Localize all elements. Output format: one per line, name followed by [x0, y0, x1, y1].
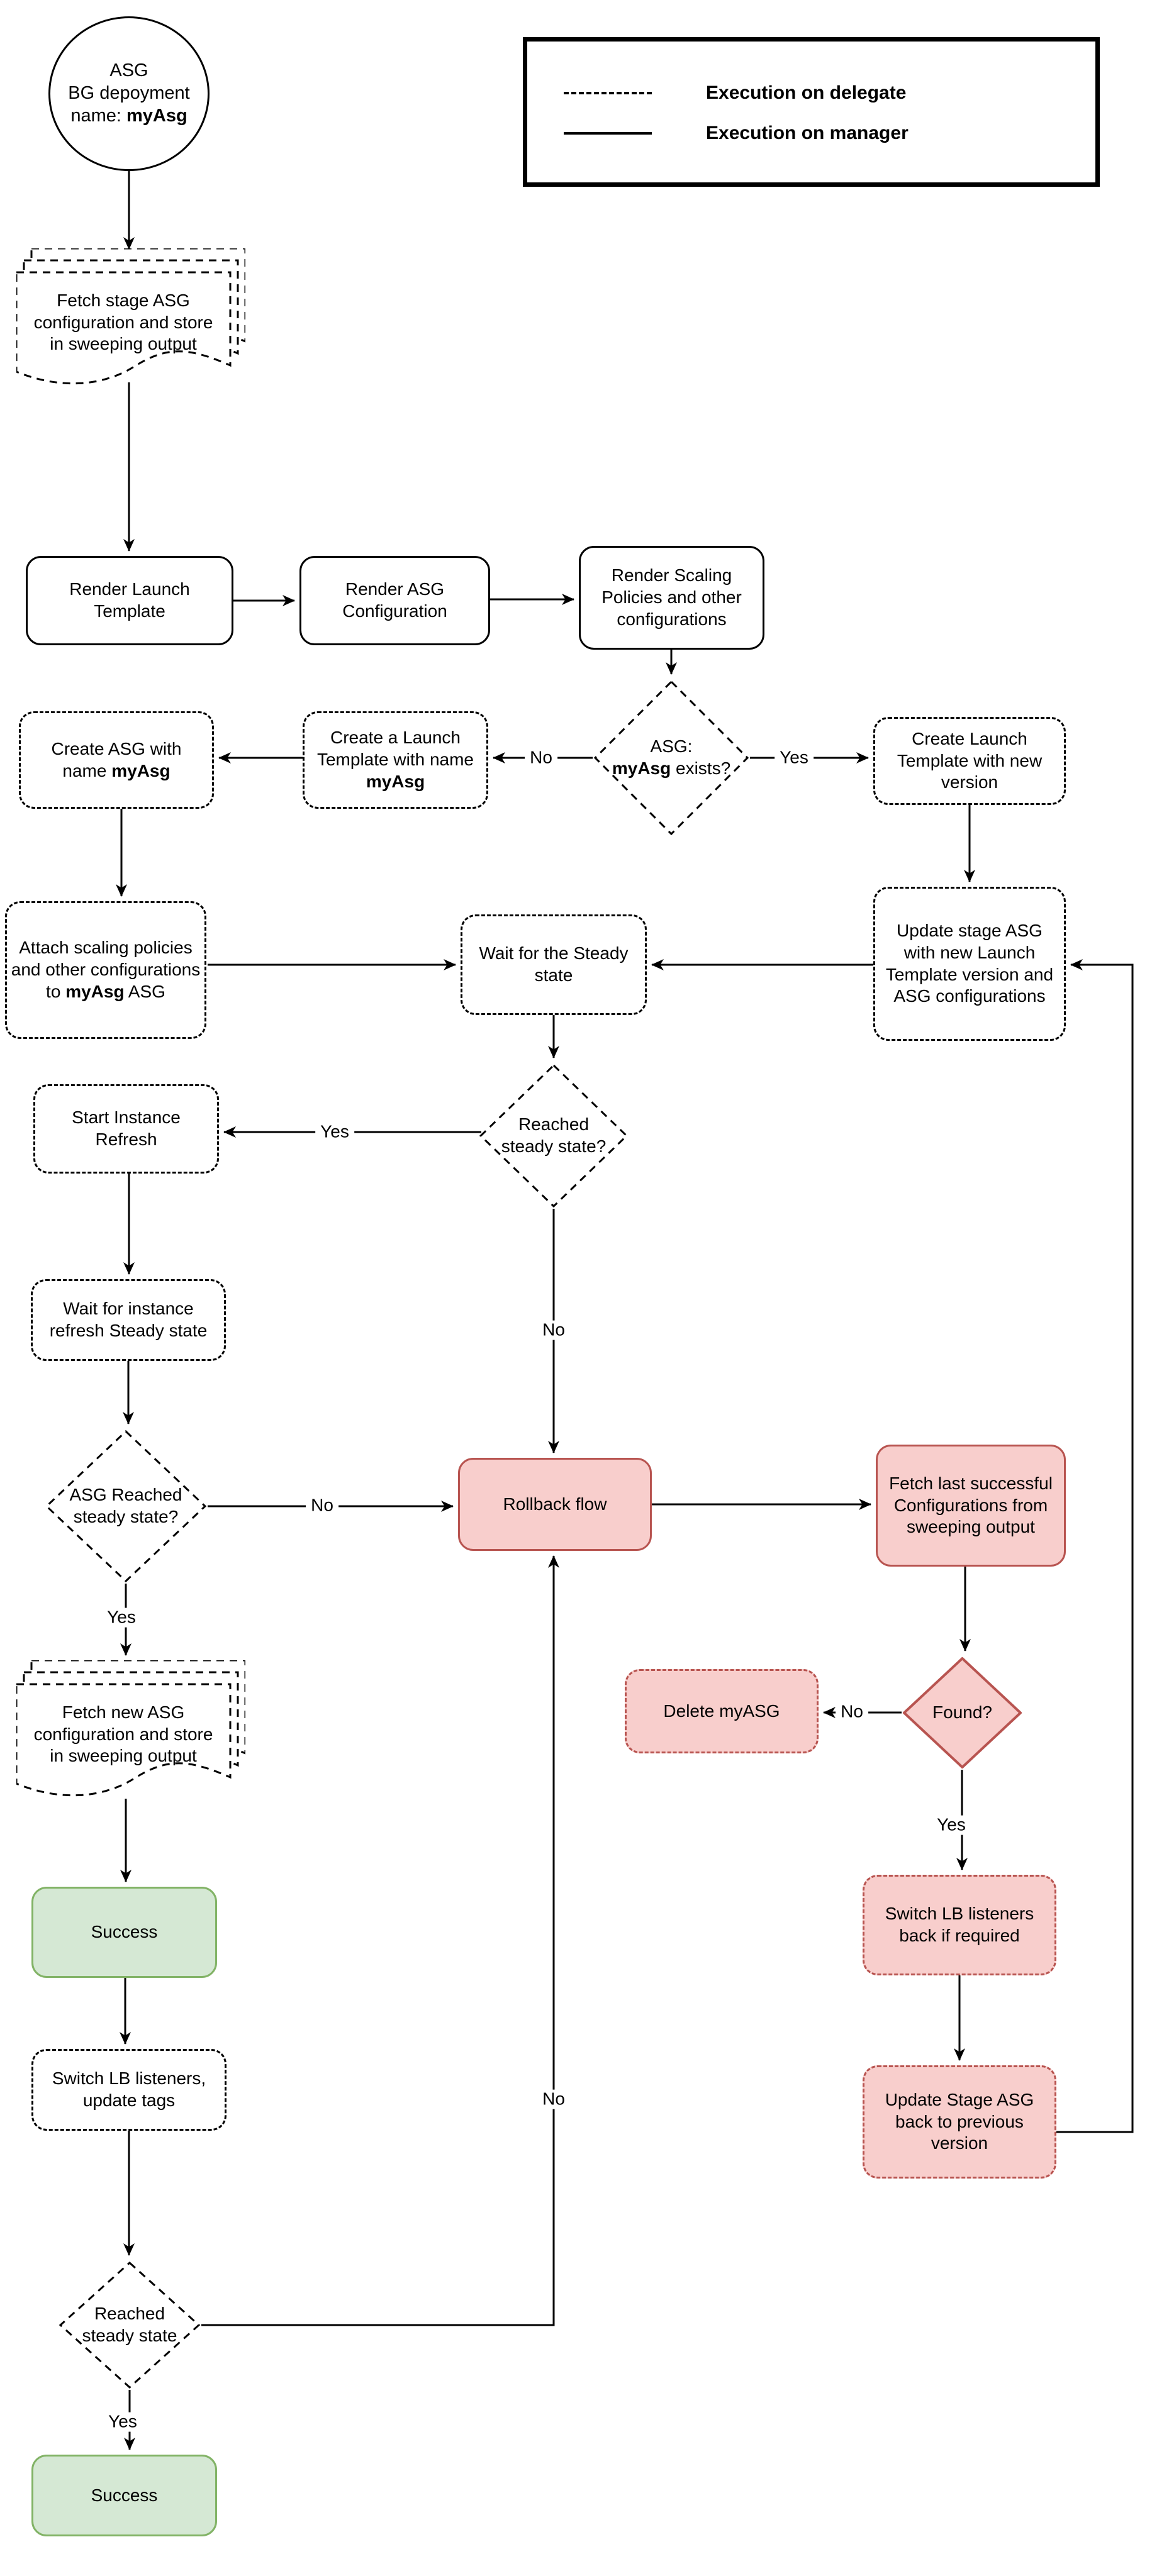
label-yes: Yes	[315, 1122, 354, 1142]
asg-exists-decision: ASG: myAsg exists?	[593, 679, 750, 836]
fetch-new-config-label: Fetch new ASG configuration and store in…	[33, 1702, 213, 1766]
render-launch-template: Render Launch Template	[26, 556, 233, 645]
delete-myasg: Delete myASG	[625, 1669, 819, 1753]
create-asg-named: Create ASG with name myAsg	[19, 711, 214, 809]
render-scaling-policies: Render Scaling Policies and other config…	[579, 546, 764, 650]
label-yes: Yes	[932, 1815, 971, 1835]
solid-line-sample	[564, 132, 652, 135]
diamond-shape	[903, 1657, 1022, 1768]
rollback-flow: Rollback flow	[458, 1458, 652, 1551]
label-no: No	[306, 1496, 338, 1516]
dashed-line-sample	[564, 92, 652, 94]
legend-manager-label: Execution on manager	[706, 123, 909, 143]
fetch-last-successful: Fetch last successful Configurations fro…	[876, 1445, 1066, 1567]
start-instance-refresh: Start Instance Refresh	[33, 1084, 219, 1174]
diamond-shape	[59, 2261, 201, 2389]
diamond-shape	[479, 1063, 629, 1208]
asg-exists-line1: ASG:	[650, 736, 693, 757]
diamond-shape	[593, 680, 749, 836]
render-asg-configuration: Render ASG Configuration	[299, 556, 490, 645]
create-launch-template-named: Create a Launch Template with name myAsg	[303, 711, 488, 809]
edge-finalsteady-no-to-rollback	[201, 1555, 559, 2326]
label-no: No	[537, 1320, 570, 1340]
label-no: No	[537, 2089, 570, 2109]
asg-exists-suffix: exists?	[671, 758, 731, 778]
edge-updateback-to-updatestage	[1056, 959, 1134, 2133]
start-node: ASG BG depoyment name: myAsg	[48, 16, 210, 171]
fetch-stage-config-label: Fetch stage ASG configuration and store …	[33, 290, 213, 354]
diamond-shape	[45, 1430, 207, 1583]
found-decision: Found?	[902, 1656, 1023, 1770]
reached-steady-decision: Reached steady state?	[478, 1063, 629, 1209]
fetch-stage-config-document: Fetch stage ASG configuration and store …	[16, 248, 245, 393]
multi-document-shape	[16, 1660, 245, 1797]
label-yes: Yes	[102, 1607, 141, 1628]
label-no: No	[525, 748, 557, 768]
start-line3: name:	[70, 105, 126, 126]
start-asg-name: myAsg	[126, 105, 187, 126]
legend: Execution on delegate Execution on manag…	[523, 37, 1100, 187]
label-no: No	[836, 1702, 868, 1722]
multi-document-shape	[16, 248, 245, 385]
switch-lb-update-tags: Switch LB listeners, update tags	[31, 2049, 226, 2131]
legend-delegate-label: Execution on delegate	[706, 82, 907, 103]
start-line1: ASG	[109, 60, 148, 81]
label-yes: Yes	[103, 2412, 142, 2432]
attach-scaling-policies: Attach scaling policies and other config…	[5, 901, 206, 1039]
create-launch-template-new-version: Create Launch Template with new version	[873, 717, 1066, 805]
start-line2: BG depoyment	[68, 83, 190, 104]
update-stage-asg: Update stage ASG with new Launch Templat…	[873, 887, 1066, 1041]
success-final-node: Success	[31, 2455, 217, 2536]
label-yes: Yes	[775, 748, 814, 768]
legend-row-delegate: Execution on delegate	[564, 73, 1095, 113]
update-stage-asg-back: Update Stage ASG back to previous versio…	[863, 2065, 1056, 2179]
fetch-new-config-document: Fetch new ASG configuration and store in…	[16, 1660, 245, 1805]
switch-lb-listeners-back: Switch LB listeners back if required	[863, 1875, 1056, 1975]
wait-steady-state: Wait for the Steady state	[461, 914, 647, 1015]
asg-reached-steady-decision: ASG Reached steady state?	[44, 1429, 208, 1584]
asg-exists-name: myAsg	[612, 758, 671, 778]
wait-instance-refresh: Wait for instance refresh Steady state	[31, 1279, 226, 1361]
legend-row-manager: Execution on manager	[564, 113, 1095, 153]
reached-steady-final-decision: Reached steady state	[58, 2260, 201, 2390]
success-node: Success	[31, 1887, 217, 1978]
